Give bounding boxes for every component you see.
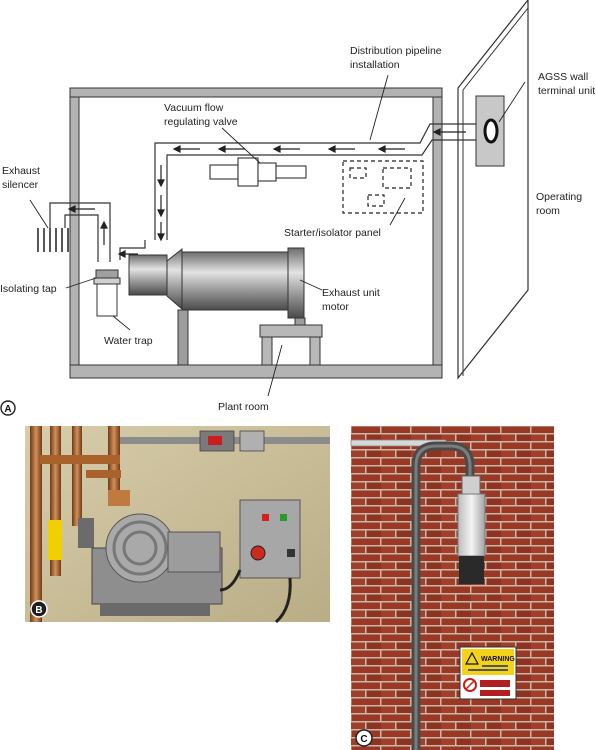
pump-unit [91, 513, 223, 616]
plant-stand [259, 324, 323, 366]
label-water-trap: Water trap [104, 335, 153, 347]
label-isolating-tap: Isolating tap [0, 283, 57, 295]
agss-terminal-socket [483, 118, 499, 144]
panel-b-photo: B [25, 426, 330, 624]
label-operating-room-2: room [536, 205, 560, 217]
control-panel [239, 499, 301, 624]
leader-lines [29, 74, 526, 397]
warning-triangle-icon [464, 651, 480, 665]
badge-c [355, 729, 373, 747]
label-operating-room: Operating [536, 191, 582, 203]
water-trap [96, 283, 118, 317]
label-plant-room: Plant room [218, 401, 269, 413]
badge-a-label: A [4, 404, 11, 415]
label-exhaust-motor: Exhaust unit [322, 287, 380, 299]
label-vacuum-valve: Vacuum flow [164, 102, 224, 114]
isolating-tap [93, 269, 121, 285]
starter-isolator-panel [342, 160, 424, 214]
panel-c-brick-wall [351, 426, 554, 750]
panel-a-schematic: Distribution pipeline installation AGSS … [0, 0, 595, 416]
panel-c-photo: WARNING C [350, 426, 554, 750]
exhaust-unit-motor [128, 247, 306, 366]
label-agss-wall-terminal: AGSS wall [538, 71, 588, 83]
vacuum-flow-regulating-valve [209, 157, 307, 187]
label-distribution-pipeline-2: installation [350, 59, 400, 71]
operating-room-wall [457, 0, 529, 380]
plant-room-left-wall [69, 87, 80, 379]
warning-sign: WARNING [459, 646, 517, 700]
badge-b-label: B [35, 605, 42, 616]
label-starter-panel: Starter/isolator panel [284, 227, 381, 239]
exhaust-silencer [37, 228, 69, 252]
distribution-pipeline [49, 123, 476, 262]
label-agss-wall-terminal-2: terminal unit [538, 85, 595, 97]
label-exhaust-motor-2: motor [322, 301, 349, 313]
badge-b [30, 600, 48, 618]
badge-c-label: C [360, 734, 367, 745]
warning-sign-title: WARNING [481, 656, 515, 663]
label-exhaust-silencer-2: silencer [2, 179, 39, 191]
label-vacuum-valve-2: regulating valve [164, 116, 238, 128]
label-distribution-pipeline: Distribution pipeline [350, 45, 442, 57]
plant-room-ceiling [69, 87, 443, 98]
copper-pipework [30, 426, 130, 622]
flow-arrows [67, 128, 466, 258]
exhaust-terminal-silencer [457, 475, 486, 584]
badge-a [0, 400, 16, 416]
label-exhaust-silencer: Exhaust [2, 165, 40, 177]
plant-room-floor [69, 364, 443, 379]
